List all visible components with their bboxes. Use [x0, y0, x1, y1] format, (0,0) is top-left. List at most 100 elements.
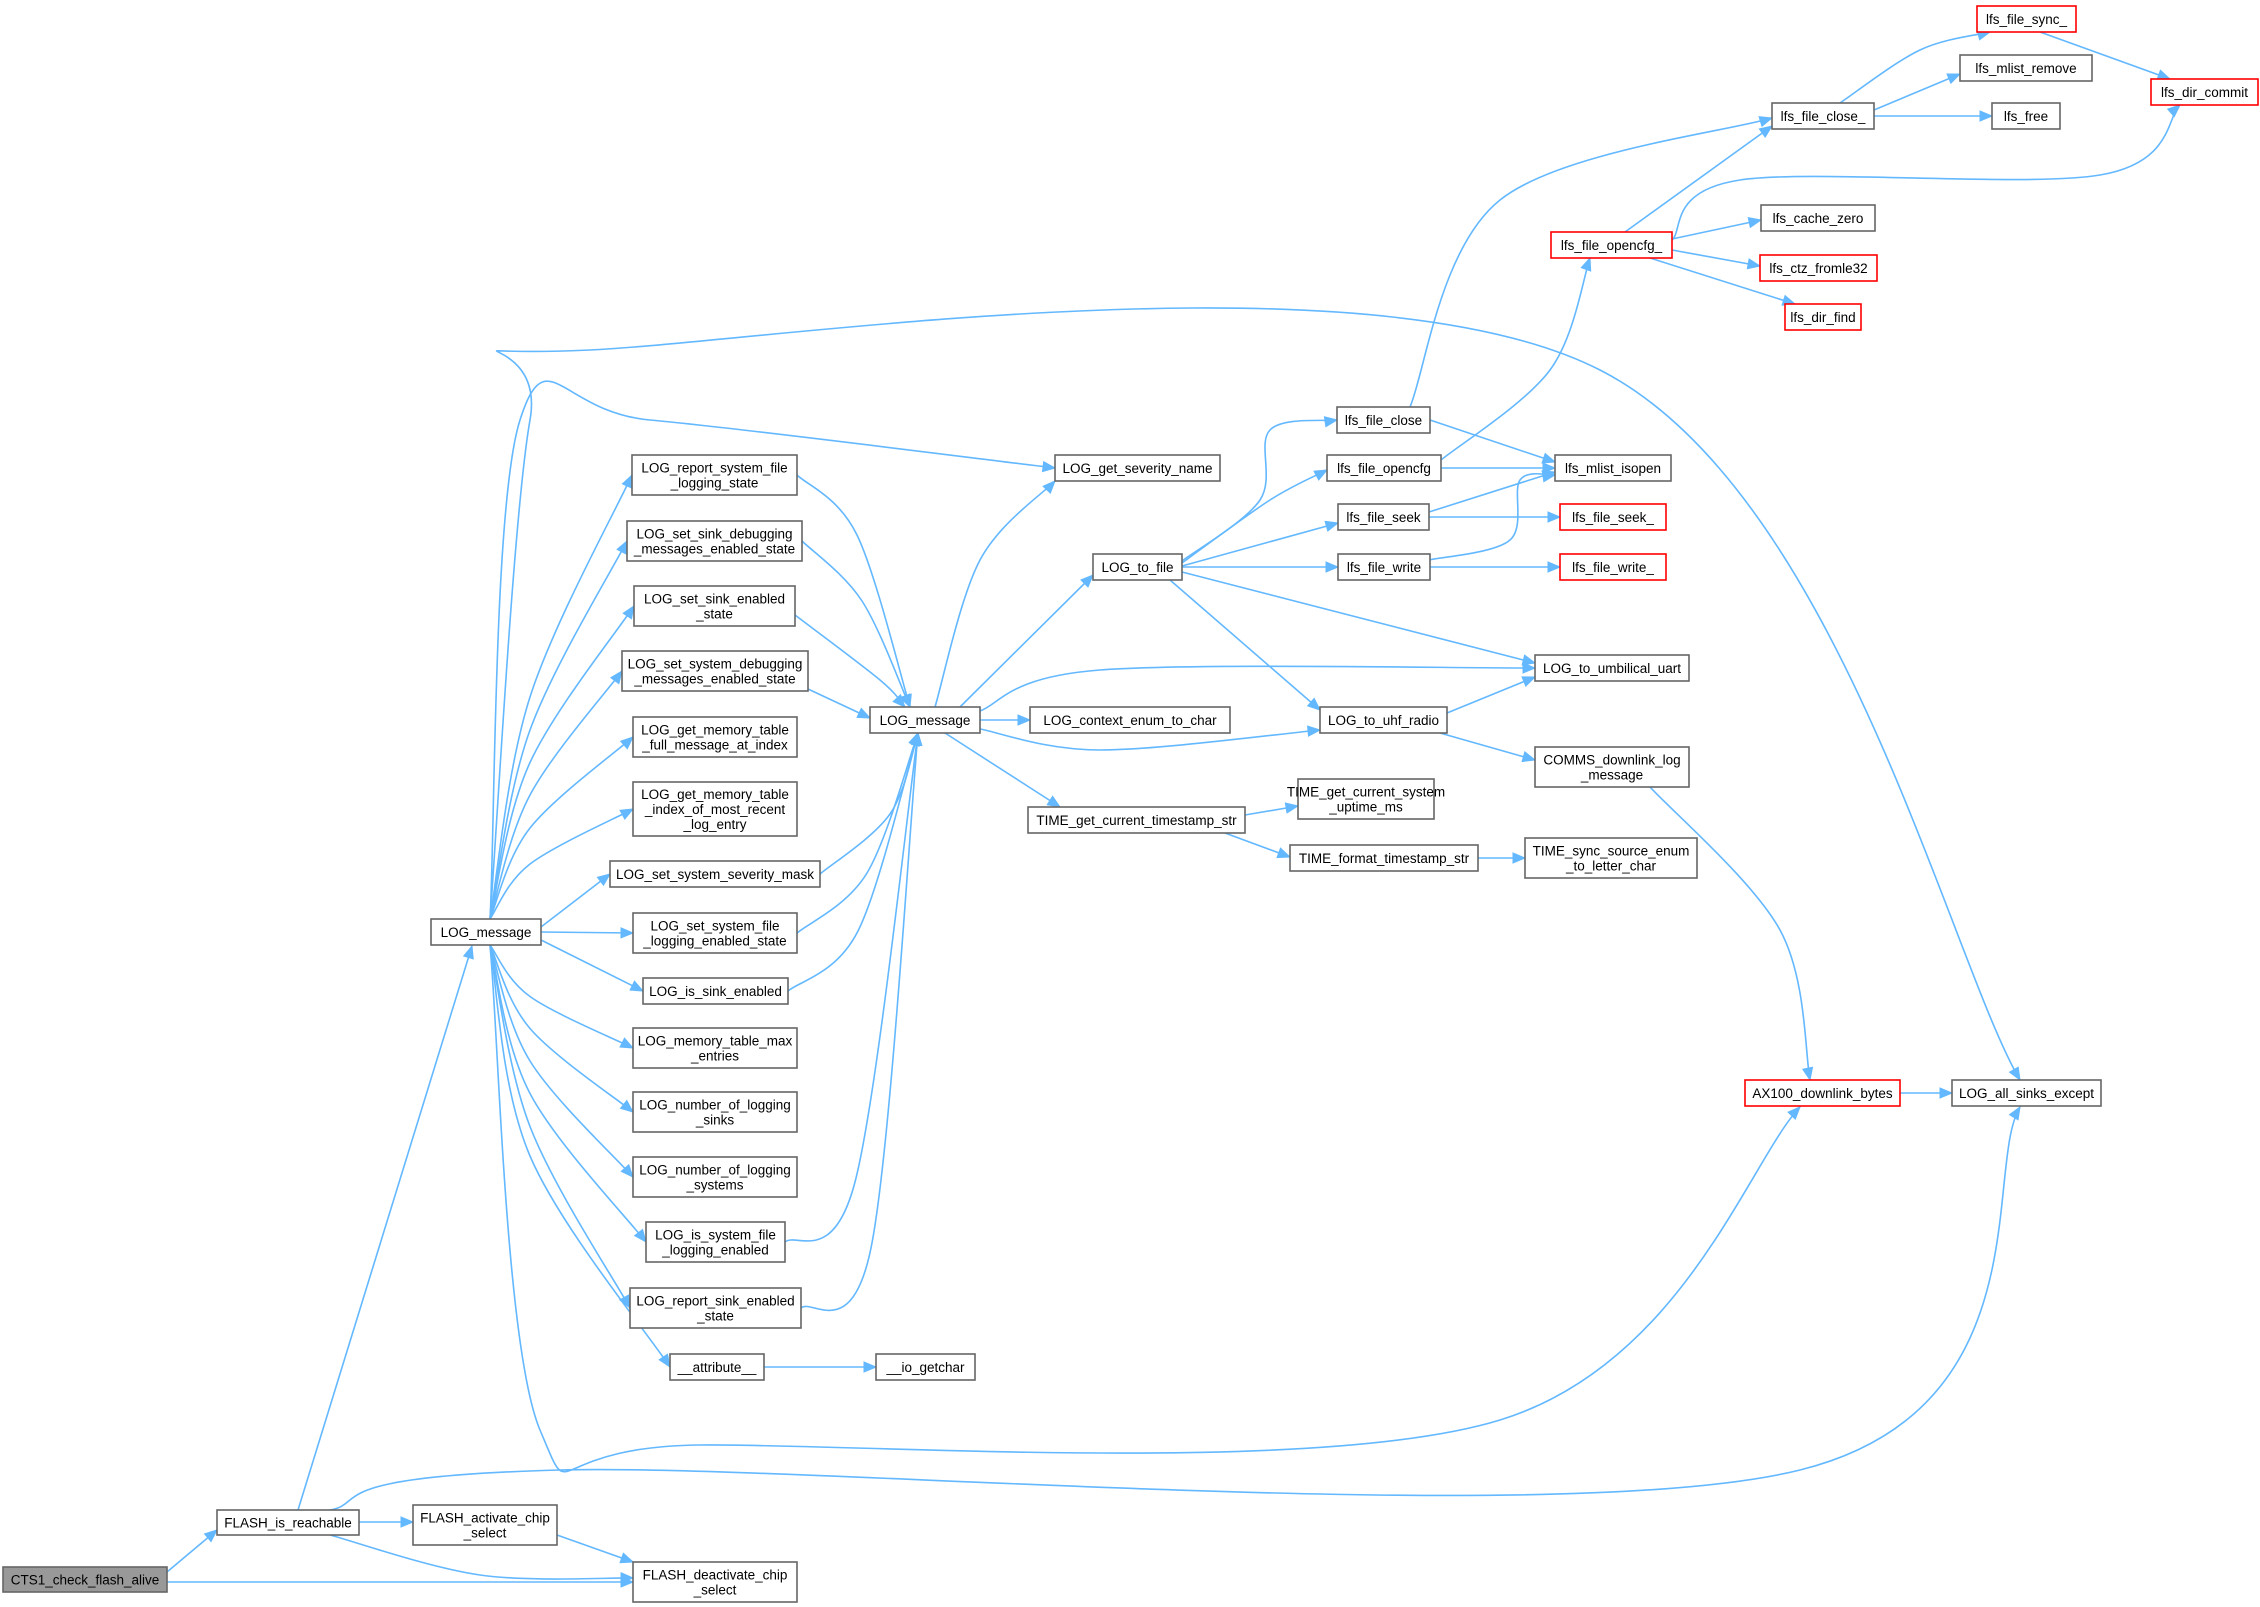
call-edge	[489, 944, 647, 1243]
node-box	[412, 1504, 558, 1546]
node-label-line: LOG_is_sink_enabled	[649, 984, 782, 999]
node-label-line: lfs_file_sync_	[1986, 12, 2068, 27]
node-lfs-file-opencfg[interactable]: lfs_file_opencfg	[1326, 454, 1442, 482]
node-lfs-mlist-remove[interactable]: lfs_mlist_remove	[1959, 54, 2093, 82]
call-edge	[1839, 31, 1991, 104]
node-box	[645, 1221, 786, 1263]
call-edge	[540, 873, 611, 928]
node-label-line: LOG_set_system_debugging	[628, 657, 803, 672]
node-label-line: _message	[1580, 768, 1643, 783]
call-edge	[489, 944, 634, 1178]
node-log-set-system-file-logging-enabled-state[interactable]: LOG_set_system_file_logging_enabled_stat…	[632, 912, 798, 954]
edge-arrowhead	[1747, 216, 1763, 229]
node-log-get-memory-table-full-message-at-index[interactable]: LOG_get_memory_table_full_message_at_ind…	[632, 716, 798, 758]
node-lfs-file-seek[interactable]: lfs_file_seek	[1337, 503, 1430, 531]
node-log-memory-table-max-entries[interactable]: LOG_memory_table_max_entries	[632, 1027, 798, 1069]
node-lfs-file-opencfg-[interactable]: lfs_file_opencfg_	[1550, 231, 1673, 259]
node-lfs-file-close[interactable]: lfs_file_close	[1336, 406, 1431, 434]
node-lfs-dir-commit[interactable]: lfs_dir_commit	[2150, 78, 2259, 106]
call-edge	[329, 1106, 2021, 1511]
call-edge	[297, 945, 473, 1511]
call-edge	[1649, 786, 1811, 1081]
node-label-line: _log_entry	[682, 817, 746, 832]
node-lfs-cache-zero[interactable]: lfs_cache_zero	[1760, 204, 1876, 232]
node-label-line: LOG_get_severity_name	[1062, 461, 1212, 476]
call-edge	[796, 474, 911, 708]
node-box	[1760, 204, 1876, 232]
node-log-set-system-debugging-messages-enabled-state[interactable]: LOG_set_system_debugging_messages_enable…	[621, 650, 809, 692]
node-flash-is-reachable[interactable]: FLASH_is_reachable	[216, 1509, 360, 1536]
node-label-line: _select	[693, 1583, 737, 1598]
node-label-line: _state	[696, 1309, 734, 1324]
node-box	[632, 716, 798, 758]
node-label-line: _uptime_ms	[1328, 800, 1403, 815]
node-label-line: lfs_file_seek	[1346, 510, 1421, 525]
node-time-format-timestamp-str[interactable]: TIME_format_timestamp_str	[1289, 844, 1479, 872]
node-lfs-free[interactable]: lfs_free	[1991, 102, 2061, 130]
edge-arrowhead	[619, 1552, 635, 1564]
node-label-line: _full_message_at_index	[641, 738, 788, 753]
node-lfs-file-seek-[interactable]: lfs_file_seek_	[1559, 503, 1667, 531]
node-time-get-current-timestamp-str[interactable]: TIME_get_current_timestamp_str	[1027, 806, 1246, 834]
node-label-line: _logging_state	[670, 476, 759, 491]
node-log-number-of-logging-systems[interactable]: LOG_number_of_logging_systems	[632, 1156, 798, 1198]
node-log-get-severity-name[interactable]: LOG_get_severity_name	[1054, 454, 1221, 482]
edge-arrowhead	[658, 1353, 671, 1369]
node-log-get-memory-table-index-of-most-recent-log-entry[interactable]: LOG_get_memory_table_index_of_most_recen…	[632, 781, 798, 837]
node-log-message-mid[interactable]: LOG_message	[869, 706, 981, 734]
node-attribute[interactable]: __attribute__	[669, 1353, 765, 1381]
node-label-line: lfs_file_opencfg_	[1561, 238, 1663, 253]
node-log-message-left[interactable]: LOG_message	[430, 918, 542, 946]
node-time-get-current-system-uptime-ms[interactable]: TIME_get_current_system_uptime_ms	[1287, 778, 1445, 820]
call-edge	[1181, 469, 1328, 564]
node-io-getchar[interactable]: __io_getchar	[875, 1353, 976, 1381]
node-comms-downlink-log-message[interactable]: COMMS_downlink_log_message	[1534, 746, 1690, 788]
call-edge	[1439, 732, 1536, 761]
node-box	[1784, 303, 1862, 331]
call-edge	[801, 540, 911, 708]
node-lfs-dir-find[interactable]: lfs_dir_find	[1784, 303, 1862, 331]
node-box	[642, 977, 789, 1005]
node-label-line: LOG_number_of_logging	[639, 1098, 791, 1113]
node-box	[1027, 806, 1246, 834]
node-lfs-file-write-[interactable]: lfs_file_write_	[1559, 553, 1667, 581]
node-log-to-file[interactable]: LOG_to_file	[1092, 553, 1183, 581]
node-ax100-downlink-bytes[interactable]: AX100_downlink_bytes	[1744, 1079, 1901, 1107]
node-log-all-sinks-except[interactable]: LOG_all_sinks_except	[1951, 1079, 2102, 1107]
node-label-line: lfs_mlist_isopen	[1565, 461, 1661, 476]
node-time-sync-source-enum-to-letter-char[interactable]: TIME_sync_source_enum_to_letter_char	[1524, 837, 1698, 879]
node-label-line: AX100_downlink_bytes	[1752, 1086, 1893, 1101]
node-lfs-mlist-isopen[interactable]: lfs_mlist_isopen	[1554, 454, 1672, 482]
node-log-number-of-logging-sinks[interactable]: LOG_number_of_logging_sinks	[632, 1091, 798, 1133]
node-box	[629, 1287, 802, 1329]
node-lfs-file-write[interactable]: lfs_file_write	[1337, 553, 1431, 581]
edge-arrowhead	[1017, 714, 1032, 726]
node-lfs-ctz-fromle32[interactable]: lfs_ctz_fromle32	[1759, 254, 1878, 282]
call-edge	[796, 732, 919, 934]
node-label-line: LOG_context_enum_to_char	[1043, 713, 1217, 728]
function-nodes: CTS1_check_flash_alive FLASH_is_reachable…	[2, 5, 2259, 1603]
node-lfs-file-sync-[interactable]: lfs_file_sync_	[1976, 5, 2077, 33]
node-log-to-umbilical-uart[interactable]: LOG_to_umbilical_uart	[1534, 654, 1690, 682]
call-edge	[1429, 419, 1556, 463]
node-log-set-sink-enabled-state[interactable]: LOG_set_sink_enabled_state	[633, 585, 796, 627]
node-log-is-sink-enabled[interactable]: LOG_is_sink_enabled	[642, 977, 789, 1005]
node-log-report-sink-enabled-state[interactable]: LOG_report_sink_enabled_state	[629, 1287, 802, 1329]
node-cts1-check-flash-alive[interactable]: CTS1_check_flash_alive	[2, 1566, 168, 1593]
node-log-set-sink-debugging-messages-enabled-state[interactable]: LOG_set_sink_debugging_messages_enabled_…	[626, 520, 803, 562]
node-lfs-file-close-[interactable]: lfs_file_close_	[1771, 102, 1875, 130]
node-flash-activate-chip-select[interactable]: FLASH_activate_chip_select	[412, 1504, 558, 1546]
node-label-line: _index_of_most_recent	[644, 802, 786, 817]
call-edge	[540, 931, 634, 934]
call-edge	[1671, 104, 2181, 241]
node-log-to-uhf-radio[interactable]: LOG_to_uhf_radio	[1319, 706, 1448, 734]
node-label-line: LOG_all_sinks_except	[1959, 1086, 2094, 1101]
node-log-context-enum-to-char[interactable]: LOG_context_enum_to_char	[1029, 706, 1231, 734]
node-log-set-system-severity-mask[interactable]: LOG_set_system_severity_mask	[609, 860, 821, 888]
node-log-report-system-file-logging-state[interactable]: LOG_report_system_file_logging_state	[631, 454, 798, 496]
node-log-is-system-file-logging-enabled[interactable]: LOG_is_system_file_logging_enabled	[645, 1221, 786, 1263]
edge-arrowhead	[203, 1529, 218, 1543]
node-flash-deactivate-chip-select[interactable]: FLASH_deactivate_chip_select	[632, 1561, 798, 1603]
edge-arrowhead	[856, 707, 872, 719]
node-box	[1337, 503, 1430, 531]
